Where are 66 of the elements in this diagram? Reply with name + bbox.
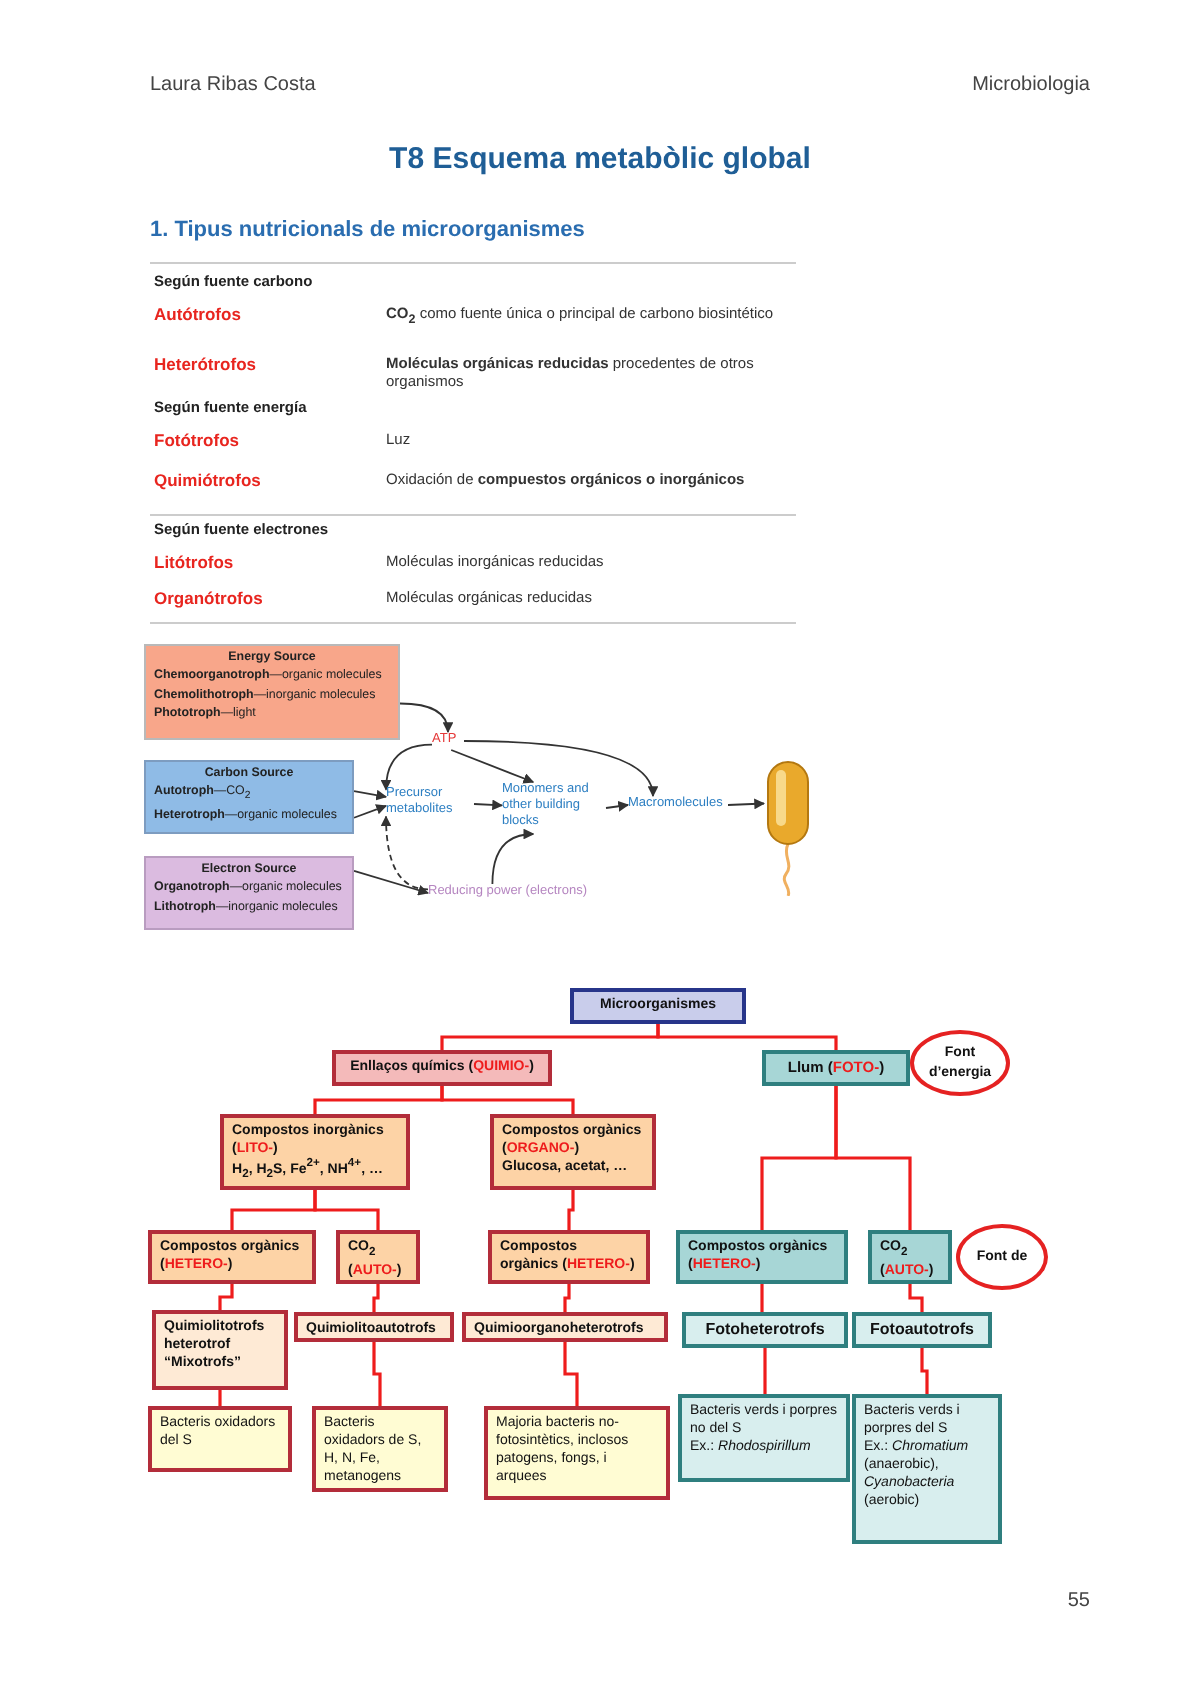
connector-line xyxy=(760,1284,764,1312)
connector-line xyxy=(218,1284,234,1310)
section-heading: 1. Tipus nutricionals de microorganismes xyxy=(150,218,587,242)
term-text: Fotótrofos xyxy=(154,430,241,450)
category-box xyxy=(488,1230,650,1284)
category-box xyxy=(148,1230,316,1284)
arrow xyxy=(353,789,388,801)
arrow xyxy=(450,749,535,784)
connector-line xyxy=(218,1390,222,1406)
page-number: 55 xyxy=(1065,1590,1090,1612)
arrow xyxy=(605,800,630,812)
connector-line xyxy=(567,1190,575,1230)
category-box xyxy=(762,1050,910,1086)
example-box xyxy=(312,1406,448,1492)
callout-ellipse xyxy=(956,1224,1048,1290)
group-box xyxy=(294,1312,454,1342)
category-box xyxy=(490,1114,656,1190)
arrow xyxy=(399,702,453,734)
arrow xyxy=(463,740,657,798)
header-text: Laura Ribas Costa xyxy=(150,74,318,96)
box-label: Fotoheterotrofs xyxy=(703,1320,827,1341)
category-box xyxy=(336,1230,420,1284)
group-box xyxy=(152,1310,288,1390)
group-box xyxy=(682,1312,848,1348)
source-box xyxy=(144,856,354,930)
category-box xyxy=(570,988,746,1024)
arrow xyxy=(473,799,504,811)
arrow xyxy=(353,869,430,896)
category-box xyxy=(220,1114,410,1190)
connector-line xyxy=(920,1348,929,1394)
connector-line xyxy=(563,1342,579,1406)
arrow xyxy=(727,798,766,810)
category-box xyxy=(676,1230,848,1284)
term-text: Autótrofos xyxy=(154,304,243,324)
term-text: Heterótrofos xyxy=(154,354,259,374)
connector-line xyxy=(908,1284,924,1312)
arrow xyxy=(491,829,535,885)
term-text: Organótrofos xyxy=(154,588,265,608)
arrow xyxy=(353,804,387,819)
connector-line xyxy=(763,1348,767,1394)
source-box xyxy=(144,644,400,740)
box-label: Fotoautotrofs xyxy=(868,1320,976,1341)
category-box xyxy=(332,1050,552,1086)
connector-line xyxy=(372,1284,380,1312)
connector-line xyxy=(834,1086,912,1230)
page-title: T8 Esquema metabòlic global xyxy=(387,142,813,176)
bacterium-drawing xyxy=(764,760,812,896)
connector-line xyxy=(563,1284,571,1312)
connector-line xyxy=(440,1086,575,1114)
header-text: Microbiologia xyxy=(970,74,1090,96)
term-text: Litótrofos xyxy=(154,552,236,572)
arrow xyxy=(380,815,429,891)
callout-ellipse xyxy=(910,1030,1010,1096)
example-box xyxy=(484,1406,670,1500)
connector-line xyxy=(372,1342,382,1406)
connector-line xyxy=(656,1024,838,1050)
source-box xyxy=(144,760,354,834)
example-box xyxy=(852,1394,1002,1544)
group-box xyxy=(462,1312,668,1342)
category-box xyxy=(868,1230,952,1284)
example-box xyxy=(148,1406,292,1472)
group-box xyxy=(852,1312,992,1348)
arrow xyxy=(381,743,433,791)
example-box xyxy=(678,1394,850,1482)
connector-line xyxy=(313,1190,380,1230)
term-text: Quimiótrofos xyxy=(154,470,263,490)
